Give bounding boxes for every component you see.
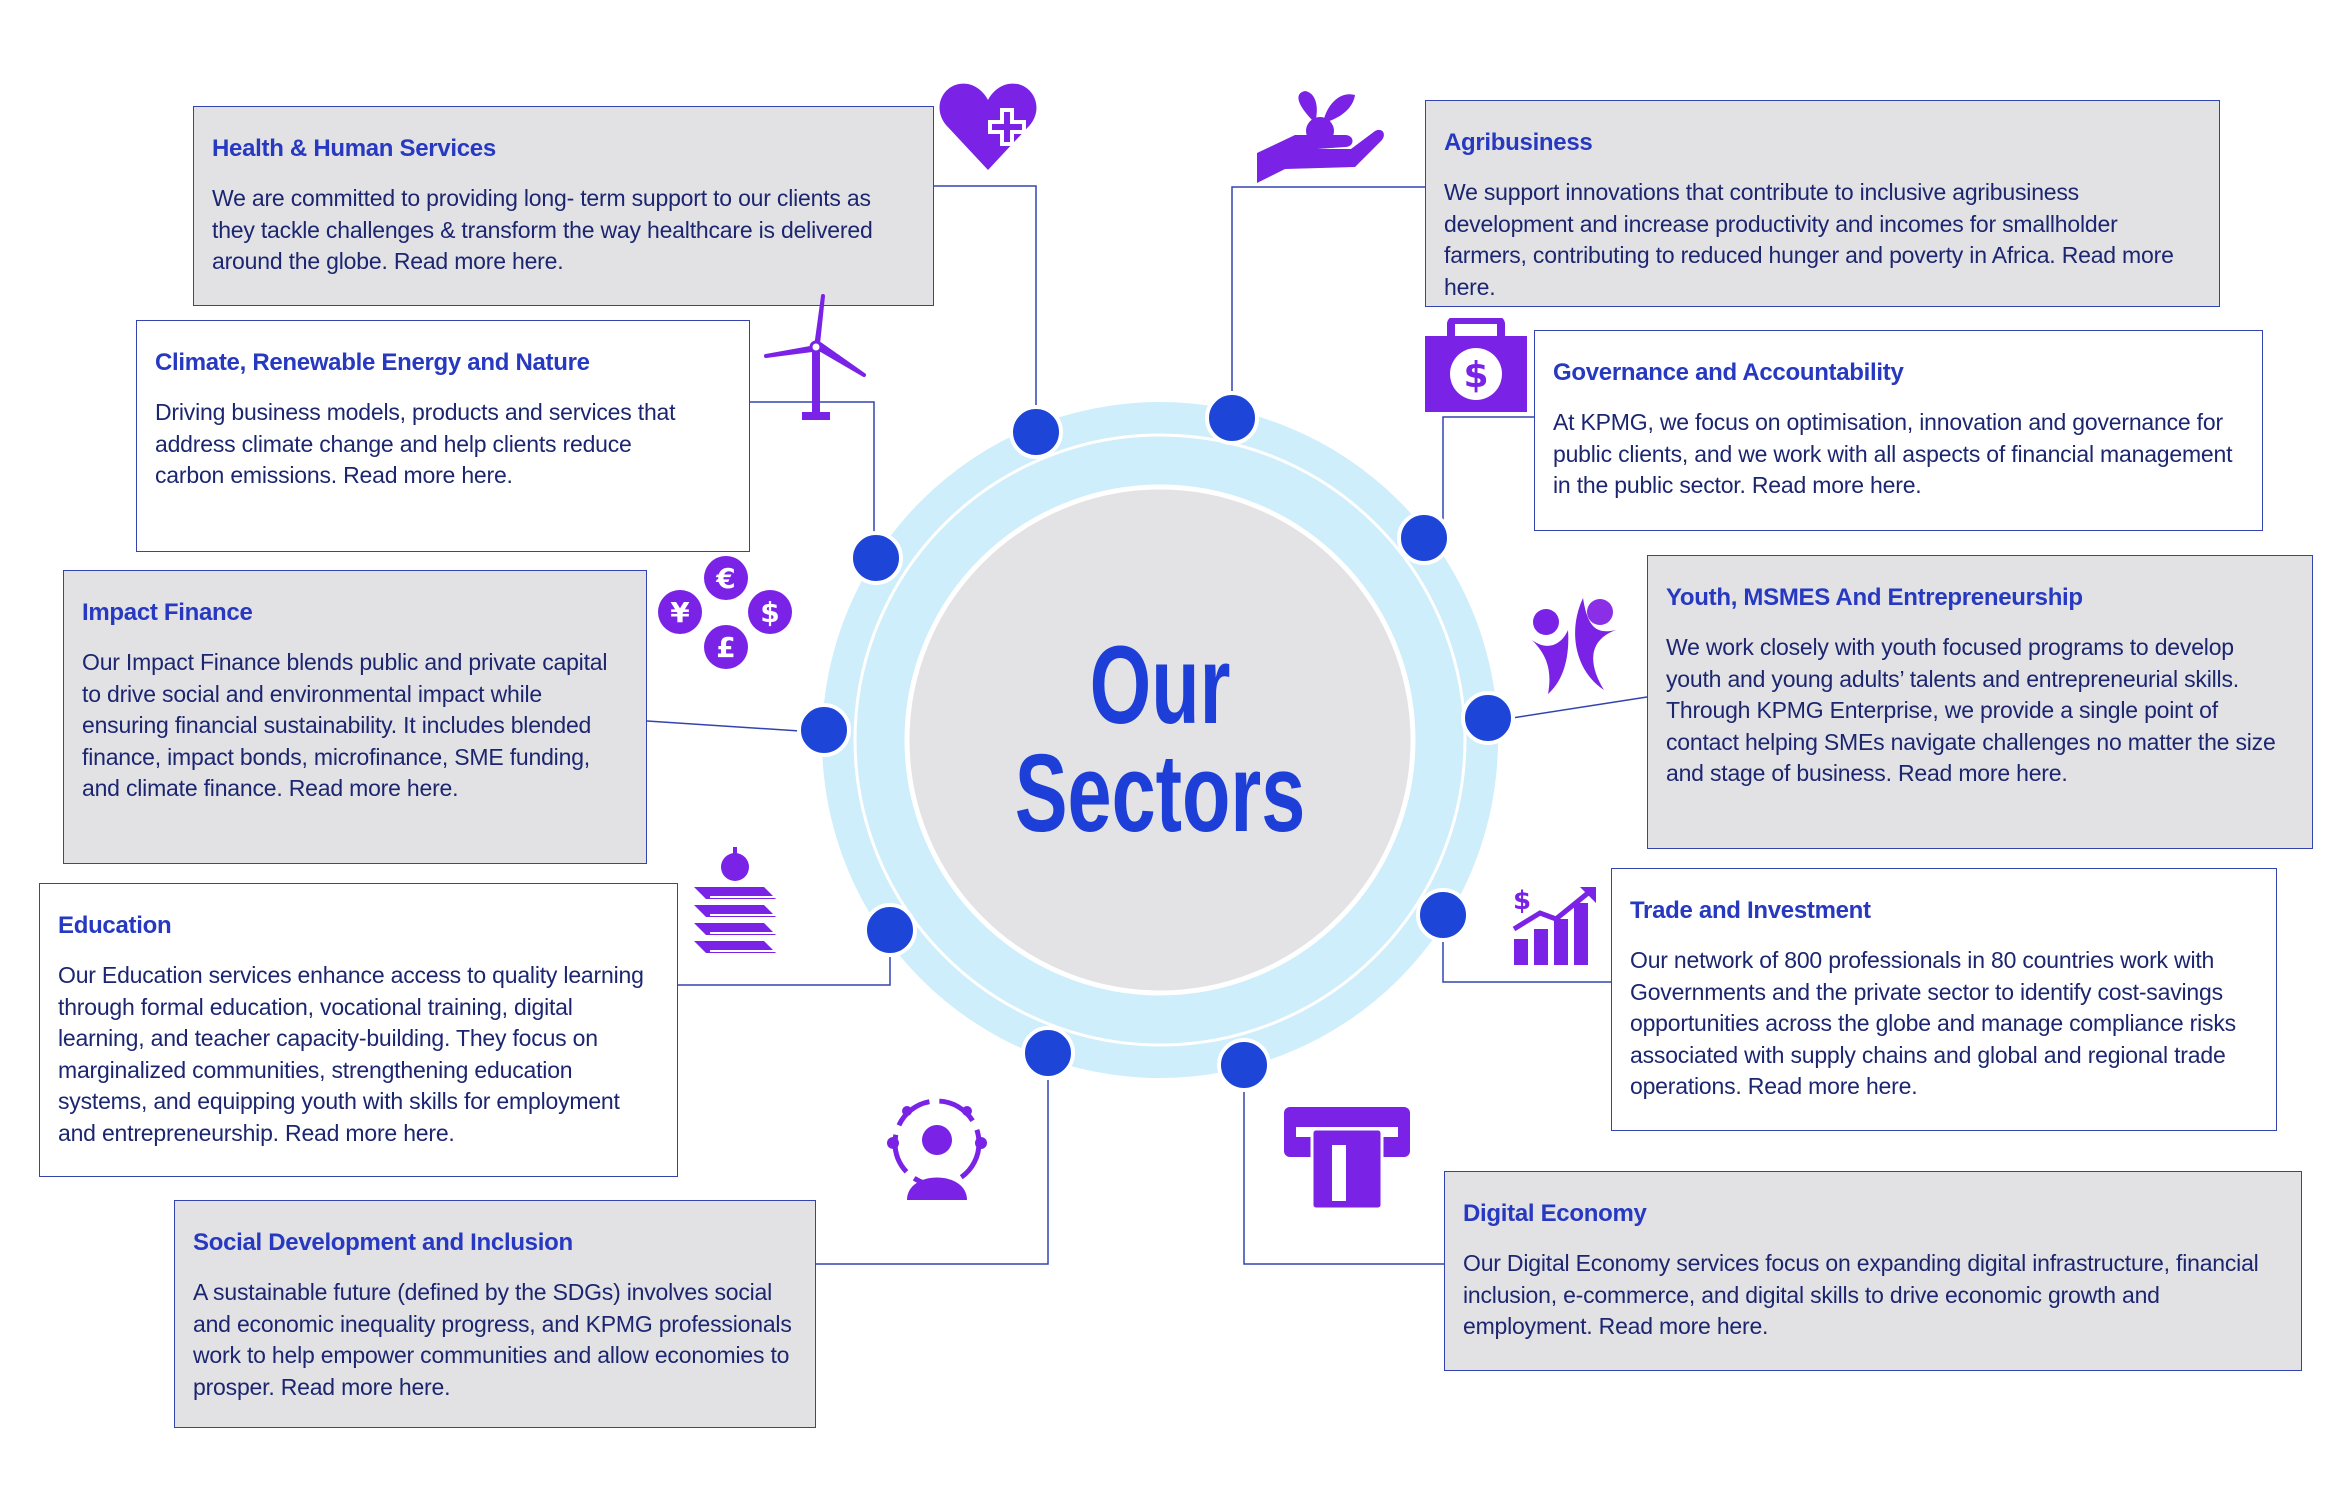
- sector-card-social[interactable]: Social Development and Inclusion A susta…: [174, 1200, 816, 1428]
- money-bag-icon: $: [1425, 318, 1527, 412]
- sector-title: Digital Economy: [1463, 1200, 1647, 1227]
- sector-title: Trade and Investment: [1630, 897, 1871, 924]
- sector-description: Our Digital Economy services focus on ex…: [1463, 1250, 2259, 1339]
- connector-dots: [797, 391, 1515, 1092]
- sector-card-health[interactable]: Health & Human Services We are committed…: [193, 106, 934, 306]
- sector-description: We work closely with youth focused progr…: [1666, 634, 2276, 786]
- sector-card-impact-finance[interactable]: Impact Finance Our Impact Finance blends…: [63, 570, 647, 864]
- sector-description: Our Education services enhance access to…: [58, 962, 644, 1146]
- growth-chart-icon: $: [1512, 886, 1596, 965]
- sector-card-governance[interactable]: Governance and Accountability At KPMG, w…: [1534, 330, 2263, 531]
- inner-circle: [904, 484, 1416, 996]
- heart-plus-icon: [939, 83, 1037, 170]
- sector-card-climate[interactable]: Climate, Renewable Energy and Nature Dri…: [136, 320, 750, 552]
- connector-lines: [646, 185, 1648, 1265]
- sector-description: Driving business models, products and se…: [155, 399, 676, 488]
- sector-description: We are committed to providing long- term…: [212, 185, 873, 274]
- sector-description: At KPMG, we focus on optimisation, innov…: [1553, 409, 2233, 498]
- dot-digital: [1217, 1038, 1271, 1092]
- dot-trade: [1416, 888, 1470, 942]
- atm-card-icon: [1284, 1107, 1410, 1210]
- sector-title: Social Development and Inclusion: [193, 1229, 573, 1256]
- sector-description: A sustainable future (defined by the SDG…: [193, 1279, 792, 1400]
- currencies-icon: € ¥ $ £: [658, 556, 792, 669]
- hand-plant-icon: [1257, 91, 1384, 183]
- sector-title: Education: [58, 912, 172, 939]
- sector-title: Governance and Accountability: [1553, 359, 1904, 386]
- sector-title: Climate, Renewable Energy and Nature: [155, 349, 590, 376]
- sector-title: Impact Finance: [82, 599, 253, 626]
- sector-description: We support innovations that contribute t…: [1444, 179, 2174, 300]
- svg-text:¥: ¥: [670, 596, 690, 629]
- svg-text:£: £: [716, 631, 735, 664]
- dot-impact-finance: [797, 703, 851, 757]
- dot-governance: [1397, 511, 1451, 565]
- dot-social: [1021, 1026, 1075, 1080]
- center-title: Our Sectors: [958, 624, 1362, 855]
- sector-description: Our network of 800 professionals in 80 c…: [1630, 947, 2236, 1099]
- dot-education: [863, 903, 917, 957]
- dot-health: [1009, 405, 1063, 459]
- dot-youth: [1461, 691, 1515, 745]
- sector-card-agribusiness[interactable]: Agribusiness We support innovations that…: [1425, 100, 2220, 307]
- svg-text:$: $: [1513, 886, 1531, 916]
- people-icon: [1532, 598, 1616, 694]
- wind-turbine-icon: [764, 294, 866, 420]
- center-title-line2: Sectors: [1014, 732, 1306, 855]
- sector-description: Our Impact Finance blends public and pri…: [82, 649, 608, 801]
- dot-agribusiness: [1205, 391, 1259, 445]
- dot-climate: [849, 531, 903, 585]
- sector-title: Youth, MSMES And Entrepreneurship: [1666, 584, 2083, 611]
- ring-highlight: [853, 433, 1467, 1047]
- sector-title: Agribusiness: [1444, 129, 1593, 156]
- sector-card-youth[interactable]: Youth, MSMES And Entrepreneurship We wor…: [1647, 555, 2313, 849]
- books-apple-icon: [694, 847, 776, 953]
- global-person-icon: [887, 1098, 987, 1200]
- svg-text:$: $: [1463, 355, 1488, 396]
- sector-card-education[interactable]: Education Our Education services enhance…: [39, 883, 678, 1177]
- sector-card-digital[interactable]: Digital Economy Our Digital Economy serv…: [1444, 1171, 2302, 1371]
- center-title-line1: Our: [1089, 624, 1231, 747]
- svg-text:€: €: [715, 562, 735, 595]
- sector-card-trade[interactable]: Trade and Investment Our network of 800 …: [1611, 868, 2277, 1131]
- svg-text:$: $: [760, 596, 779, 629]
- sector-title: Health & Human Services: [212, 135, 496, 162]
